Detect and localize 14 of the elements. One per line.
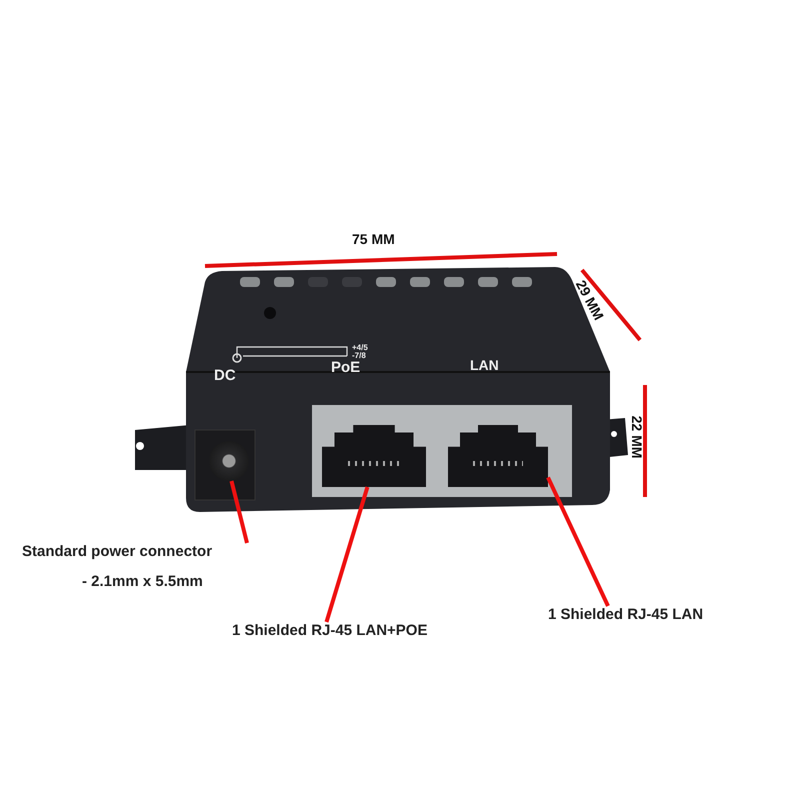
callout-text: 1 Shielded RJ-45 LAN <box>548 606 704 623</box>
leader-line <box>230 480 249 544</box>
pin-label: -7/8 <box>352 352 366 360</box>
pin-label: +4/5 <box>352 344 368 352</box>
dimension-label: 29 MM <box>574 278 606 322</box>
callout-text: - 2.1mm x 5.5mm <box>82 573 203 590</box>
callout-text: 1 Shielded RJ-45 LAN+POE <box>232 622 428 639</box>
dimension-label: 75 MM <box>352 232 395 246</box>
callout-text: Standard power connector <box>22 543 212 560</box>
port-label: LAN <box>470 358 499 372</box>
dimension-label: 22 MM <box>630 416 644 458</box>
port-label: DC <box>214 368 236 383</box>
leader-line <box>546 476 610 607</box>
port-label: PoE <box>331 360 360 375</box>
